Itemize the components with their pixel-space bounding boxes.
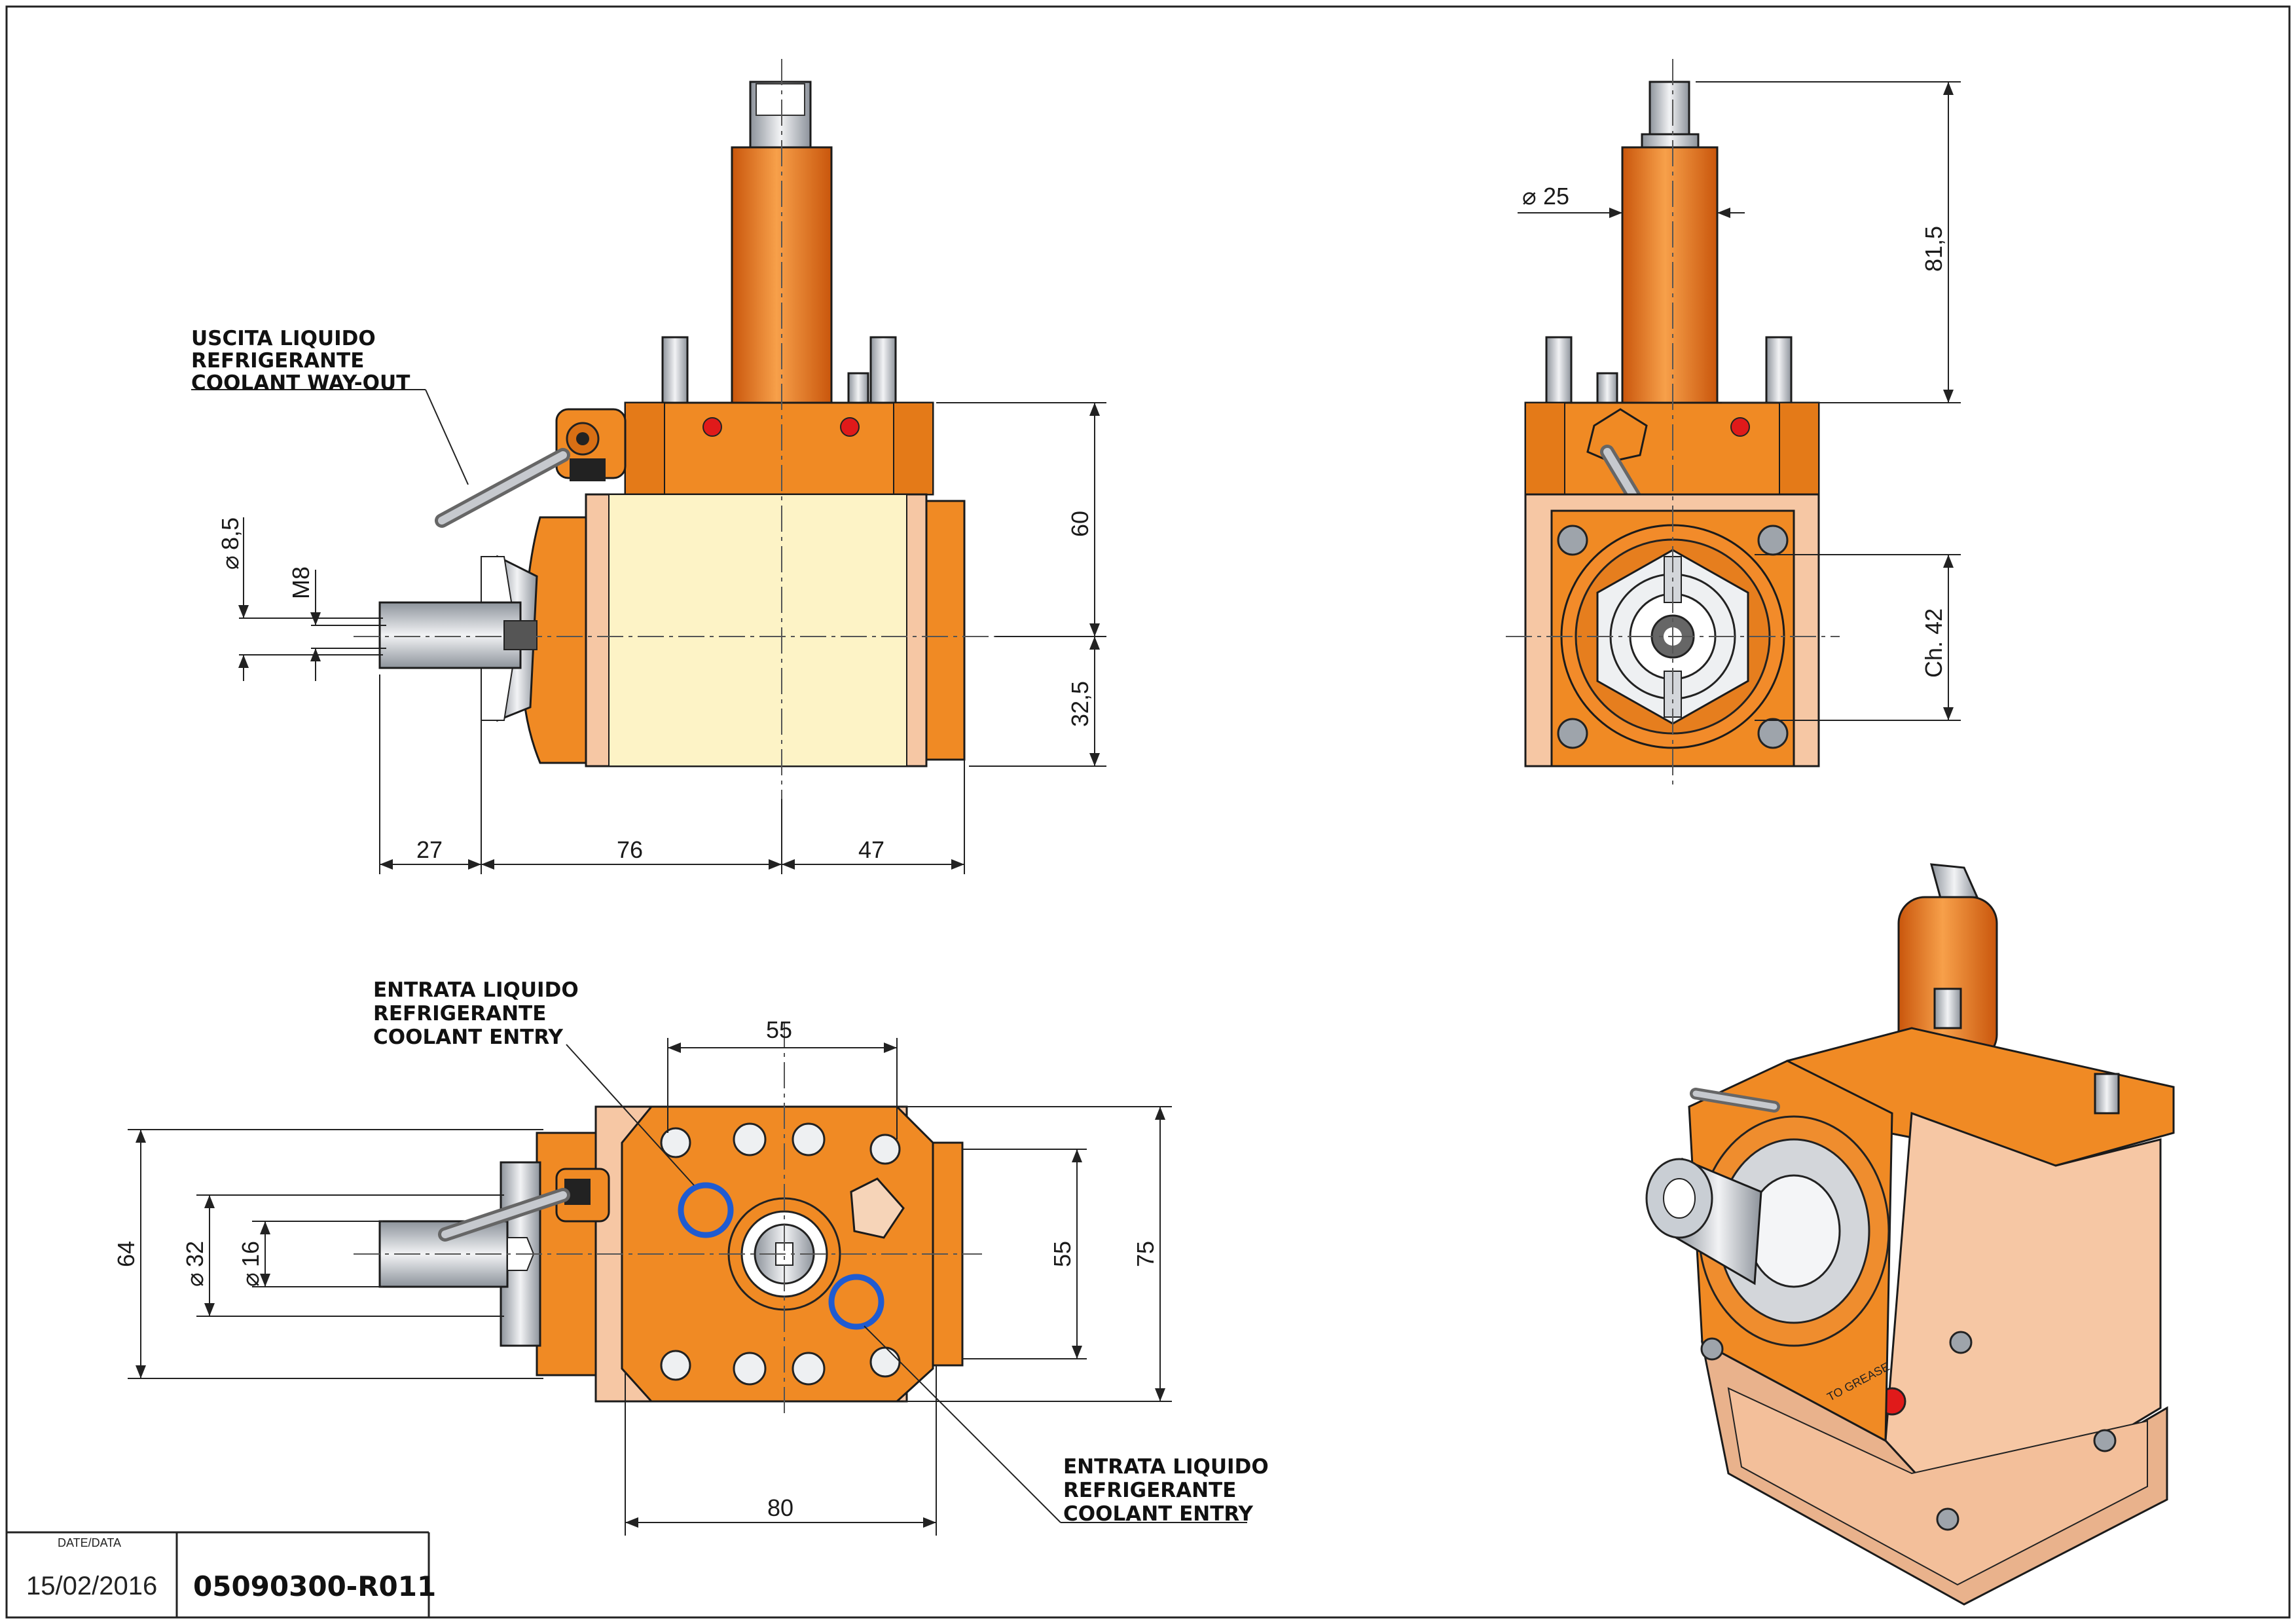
title-block-code: 05090300-R011 (193, 1570, 436, 1602)
dim-diameter-symbol: ⌀ (217, 555, 244, 570)
side-view (191, 59, 1106, 874)
sheet-border (5, 5, 2291, 1619)
dim-front-ch42: Ch. 42 (1920, 608, 1947, 678)
note-coolant-way-out-3: COOLANT WAY-OUT (191, 371, 410, 395)
dim-top-80: 80 (767, 1494, 793, 1521)
dim-side-27: 27 (416, 836, 443, 863)
dim-top-64: 64 (113, 1241, 139, 1267)
dim-top-55: 55 (766, 1016, 792, 1043)
note-coolant-entry-bottom-2: REFRIGERANTE (1063, 1479, 1236, 1502)
dim-top-75: 75 (1132, 1241, 1159, 1267)
dim-side-32-5: 32,5 (1066, 681, 1093, 727)
title-block-date: 15/02/2016 (26, 1572, 157, 1600)
dim-front-diameter-symbol: ⌀ (1522, 183, 1537, 210)
title-block-date-label: DATE/DATA (58, 1536, 121, 1549)
front-drive-shaft (1621, 146, 1719, 404)
note-coolant-entry-bottom-3: COOLANT ENTRY (1063, 1502, 1254, 1526)
note-coolant-way-out-1: USCITA LIQUIDO (191, 327, 376, 350)
dim-side-60: 60 (1066, 511, 1093, 537)
dim-top-diameter-symbol-32: ⌀ (181, 1272, 208, 1287)
dim-top-diameter-symbol-16: ⌀ (237, 1272, 264, 1287)
dim-top-d32: 32 (181, 1241, 208, 1267)
dim-side-d8-5: 8,5 (217, 517, 244, 550)
note-coolant-entry-bottom-1: ENTRATA LIQUIDO (1063, 1455, 1269, 1479)
note-coolant-entry-top-1: ENTRATA LIQUIDO (373, 978, 579, 1002)
dim-side-76: 76 (617, 836, 643, 863)
tool-shank (378, 601, 522, 669)
dim-side-m8: M8 (287, 566, 314, 599)
title-block (7, 1531, 430, 1617)
stud-right (869, 336, 897, 404)
top-view (128, 1022, 1247, 1536)
isometric-view (1645, 863, 2175, 1606)
note-coolant-entry-top-2: REFRIGERANTE (373, 1002, 546, 1025)
dim-front-d25: 25 (1543, 183, 1569, 210)
note-coolant-entry-top-3: COOLANT ENTRY (373, 1025, 564, 1049)
upper-flange (624, 401, 934, 496)
dim-top-55-right: 55 (1049, 1241, 1076, 1267)
front-view (1506, 59, 1961, 789)
note-coolant-way-out-2: REFRIGERANTE (191, 349, 364, 373)
dim-top-d16: 16 (237, 1241, 264, 1267)
stud-left (661, 336, 689, 404)
dim-front-81-5: 81,5 (1920, 226, 1947, 272)
dim-side-47: 47 (858, 836, 884, 863)
